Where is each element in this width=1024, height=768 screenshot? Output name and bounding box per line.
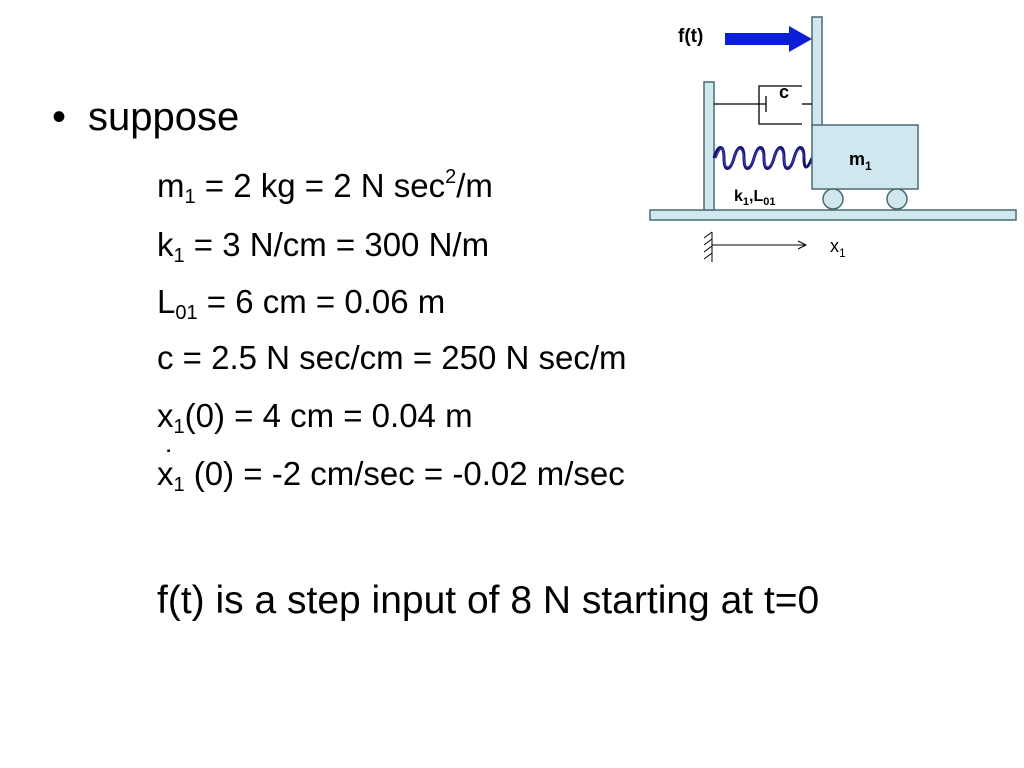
x1-label-sub: 1	[839, 246, 846, 260]
param-c: c = 2.5 N sec/cm = 250 N sec/m	[157, 338, 627, 378]
force-post	[811, 16, 823, 127]
param-m1-superscript: 2	[445, 166, 457, 188]
spring-label-k-sub: 1	[743, 196, 749, 208]
ground-bar	[649, 209, 1017, 221]
force-arrow	[725, 26, 812, 52]
param-x1-subscript: 1	[173, 416, 185, 438]
left-wall	[703, 81, 715, 211]
spring-label-sep: ,L	[749, 188, 763, 205]
param-m1: m1 = 2 kg = 2 N sec2/m	[157, 166, 493, 208]
param-k1-subscript: 1	[173, 245, 185, 267]
param-xdot1-initial: x˙1 (0) = -2 cm/sec = -0.02 m/sec	[157, 445, 625, 496]
wheel-right	[886, 188, 908, 210]
spring	[712, 146, 814, 170]
param-xdot1-subscript: 1	[173, 474, 185, 496]
spring-label-L-sub: 01	[763, 196, 775, 208]
param-m1-symbol: m	[157, 167, 185, 204]
param-k1-symbol: k	[157, 226, 174, 263]
mass-label-m: m	[849, 149, 865, 169]
mass-label: m1	[849, 149, 872, 173]
param-xdot1-symbol: x˙	[157, 445, 175, 494]
damper-label: c	[779, 82, 789, 102]
param-L01-value: = 6 cm = 0.06 m	[197, 283, 446, 320]
xdot-letter: x	[157, 455, 174, 492]
param-m1-subscript: 1	[184, 186, 196, 208]
param-x1-value: (0) = 4 cm = 0.04 m	[184, 397, 473, 434]
param-m1-value: = 2 kg = 2 N sec	[195, 167, 446, 204]
x1-label-x: x	[830, 236, 839, 256]
param-k1-value: = 3 N/cm = 300 N/m	[184, 226, 490, 263]
param-x1-symbol: x	[157, 397, 174, 434]
dot-accent: ˙	[165, 445, 175, 478]
param-xdot1-value: (0) = -2 cm/sec = -0.02 m/sec	[184, 455, 625, 492]
step-input-statement: f(t) is a step input of 8 N starting at …	[157, 579, 820, 622]
param-k1: k1 = 3 N/cm = 300 N/m	[157, 225, 490, 267]
x1-axis	[703, 231, 808, 262]
bullet-text: suppose	[88, 95, 240, 139]
spring-label-k: k	[734, 188, 743, 205]
param-L01: L01 = 6 cm = 0.06 m	[157, 282, 446, 324]
param-c-value: c = 2.5 N sec/cm = 250 N sec/m	[157, 339, 627, 376]
param-L01-subscript: 01	[175, 302, 198, 324]
mass-block	[811, 124, 919, 190]
bullet-marker: •	[52, 95, 67, 139]
param-L01-symbol: L	[157, 283, 176, 320]
mass-spring-damper-diagram: c k1,L01 m1 f(t) x1	[649, 16, 1017, 262]
spring-label: k1,L01	[734, 188, 776, 208]
param-m1-unit-suffix: /m	[456, 167, 493, 204]
bullet-suppose: • suppose	[52, 93, 239, 141]
param-x1-initial: x1(0) = 4 cm = 0.04 m	[157, 396, 473, 438]
damper	[714, 85, 812, 125]
force-label: f(t)	[678, 26, 703, 47]
mass-label-sub: 1	[865, 159, 872, 173]
x1-label: x1	[830, 236, 846, 260]
wheel-left	[822, 188, 844, 210]
